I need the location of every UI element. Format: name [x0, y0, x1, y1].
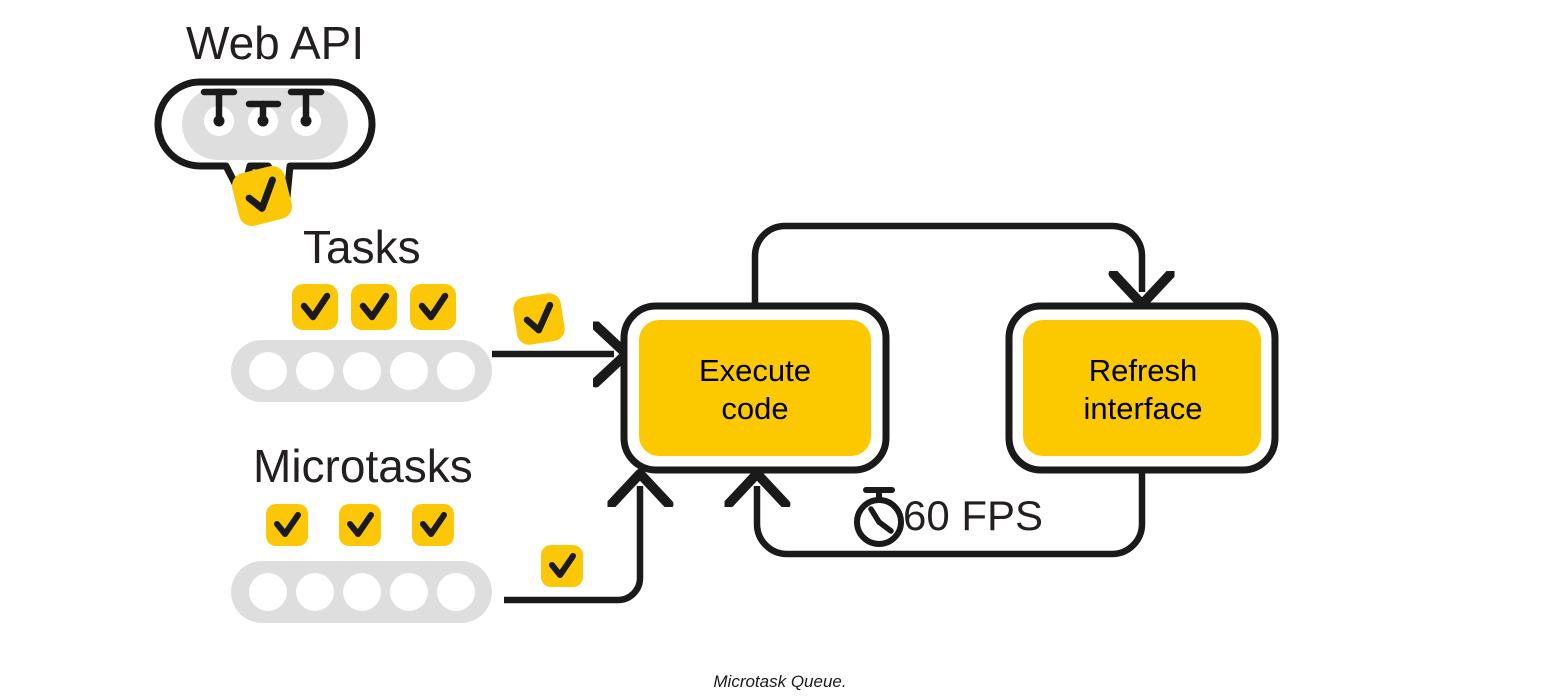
- tasks-check-tile-icon: [292, 284, 338, 330]
- microtasks-check-tile-icon: [412, 504, 454, 546]
- stopwatch-icon: [854, 487, 904, 547]
- tasks-check-tile-icon: [351, 284, 397, 330]
- web-api-pin-icon: [200, 88, 238, 127]
- web-api-pin-group: [200, 88, 325, 127]
- figure-caption: Microtask Queue.: [713, 672, 847, 691]
- web-api-device: [154, 78, 376, 201]
- microtasks-queue-slot: [437, 573, 475, 611]
- tasks-queue: [231, 340, 492, 402]
- refresh-interface-node[interactable]: [1005, 302, 1279, 474]
- tasks-queue-slot: [296, 352, 334, 390]
- tasks-queue-slot: [249, 352, 287, 390]
- microtasks-queue-slot: [249, 573, 287, 611]
- microtasks-queue-slot: [343, 573, 381, 611]
- refresh-interface-fill: [1023, 320, 1261, 456]
- fps-rate-label: 60 FPS: [903, 492, 1044, 539]
- microtasks-label: Microtasks: [253, 440, 473, 492]
- microtasks-check-tile-icon: [266, 504, 308, 546]
- web-api-emitted-check-tile-icon: [232, 166, 292, 226]
- refresh-interface-label: Refresh interface: [1083, 353, 1203, 426]
- web-api-label: Web API: [186, 17, 365, 69]
- microtasks-to-execute-arrow: [504, 486, 640, 604]
- tasks-check-tile-icon: [410, 284, 456, 330]
- execute-to-refresh-arrow: [751, 222, 1142, 306]
- microtasks-queue: [231, 561, 492, 623]
- tasks-queue-slot: [437, 352, 475, 390]
- tasks-label: Tasks: [303, 221, 421, 273]
- microtasks-check-tile-icon: [339, 504, 381, 546]
- microtasks-check-tiles: [266, 504, 454, 546]
- tasks-queue-slot: [390, 352, 428, 390]
- execute-code-fill: [639, 320, 871, 456]
- microtasks-queue-slot: [390, 573, 428, 611]
- tasks-queue-slot: [343, 352, 381, 390]
- microtasks-inflight-check-tile-icon: [541, 545, 583, 587]
- execute-code-label: Execute code: [698, 353, 811, 426]
- tasks-inflight-check-tile-icon: [513, 293, 565, 345]
- web-api-pin-icon: [245, 100, 282, 127]
- refresh-to-execute-arrow: [757, 470, 1146, 558]
- tasks-check-tiles: [292, 284, 456, 330]
- web-api-pin-icon: [287, 88, 325, 127]
- microtasks-queue-slot: [296, 573, 334, 611]
